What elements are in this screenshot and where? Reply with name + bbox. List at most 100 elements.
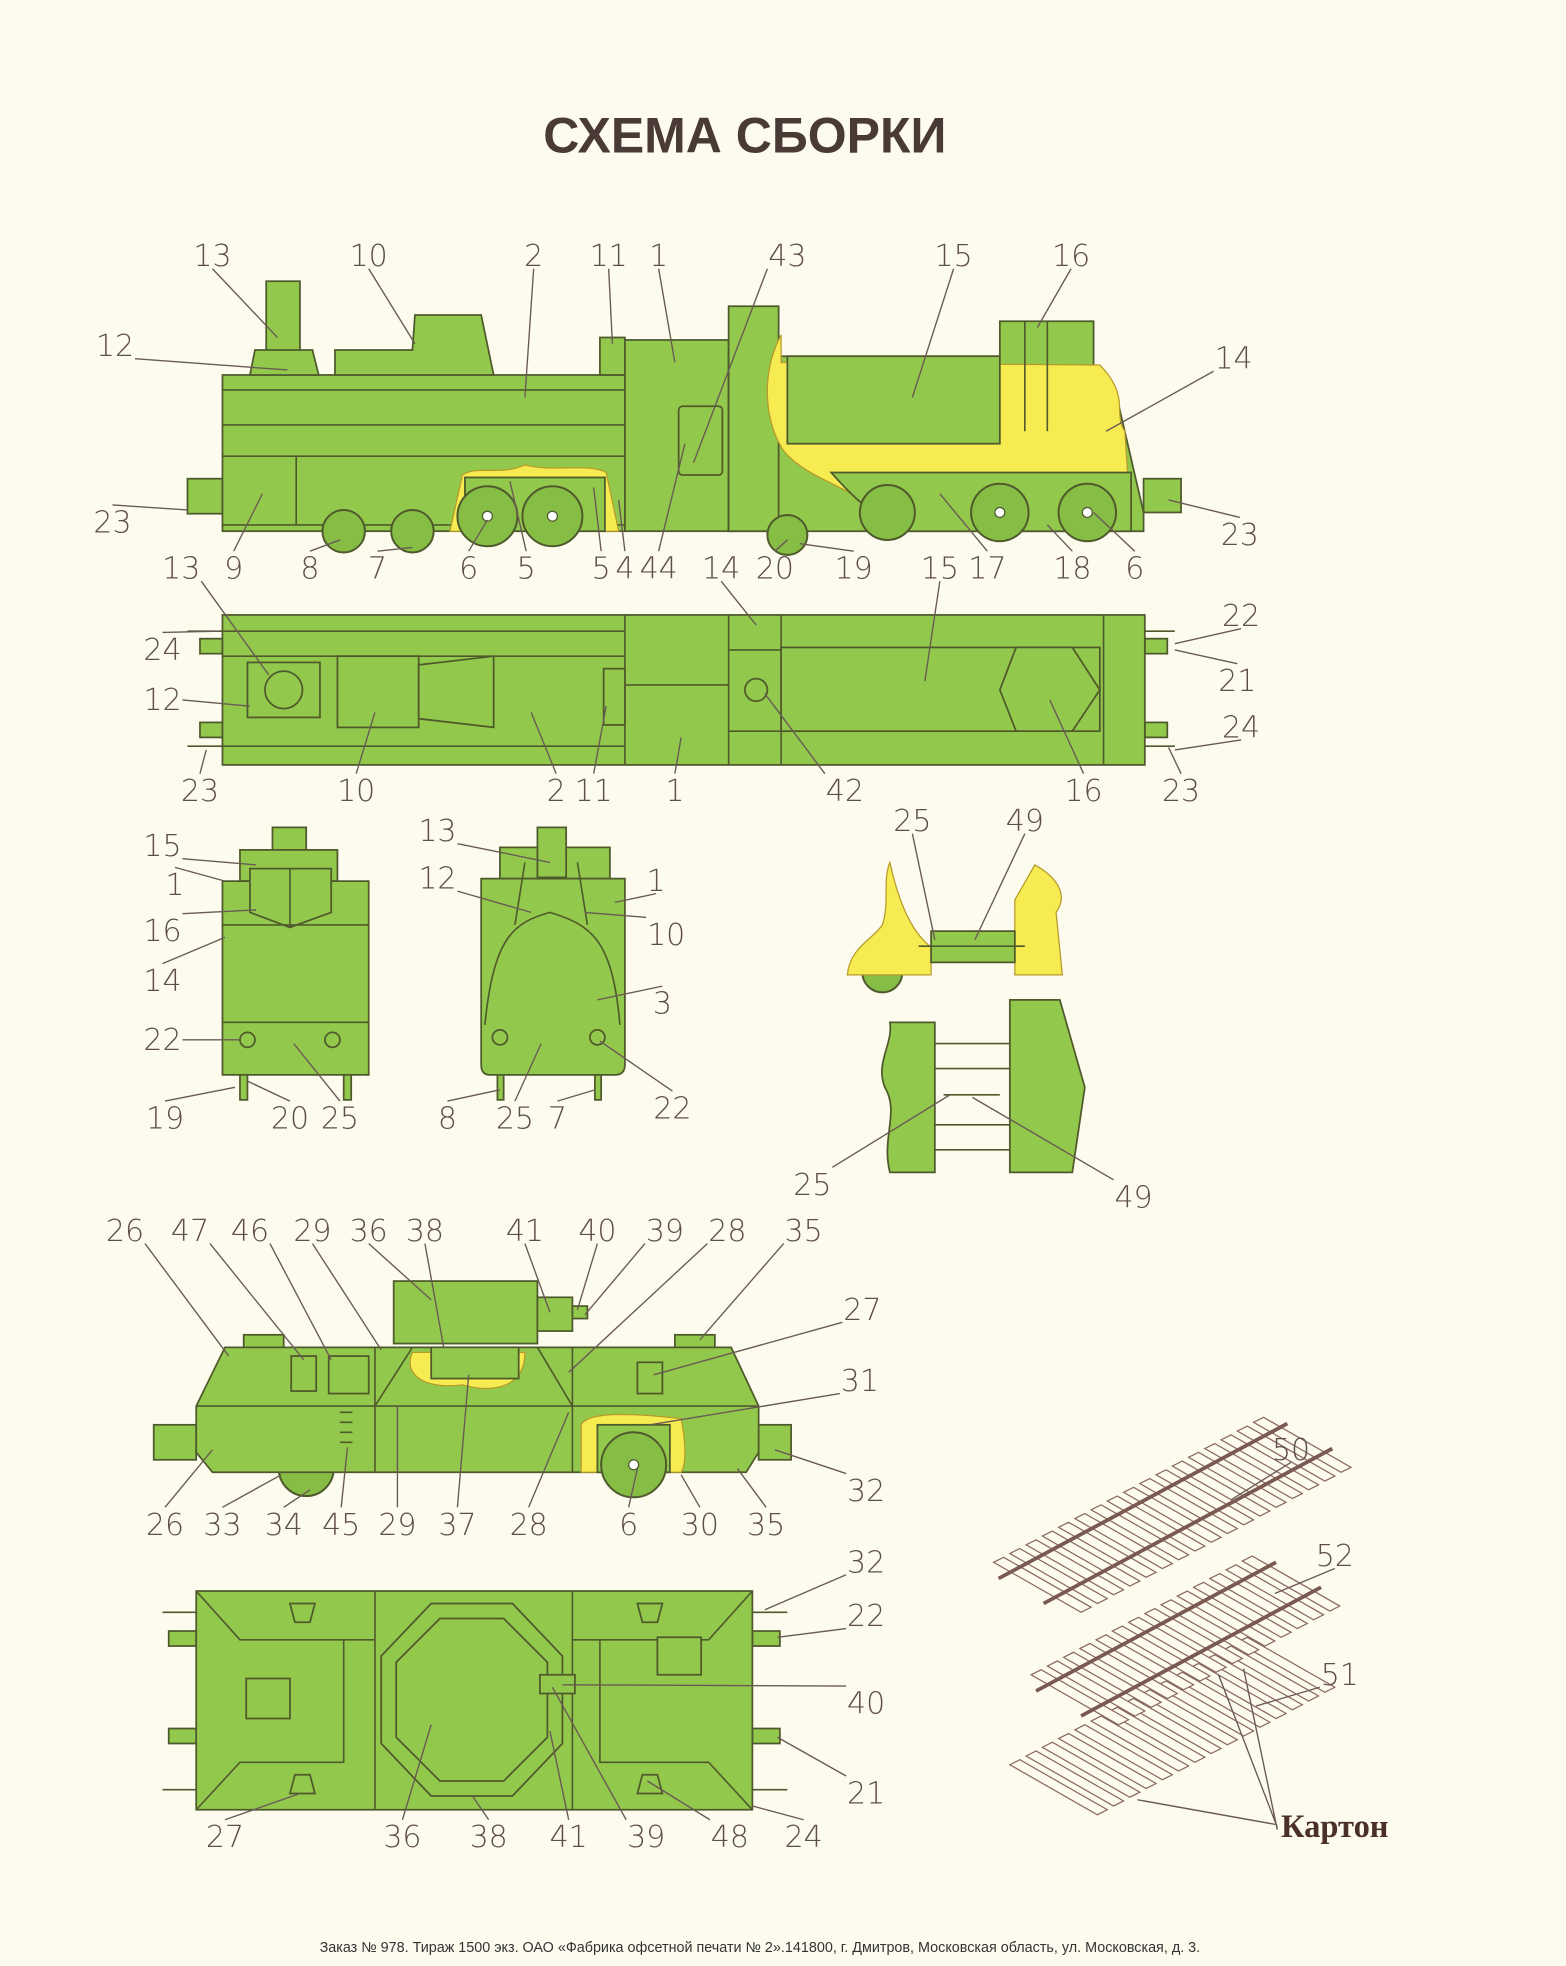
sleeper [1219,1434,1320,1491]
leader-line [597,985,663,1001]
part-number-label: 24 [785,1820,823,1855]
part-number-label: 2 [547,774,566,809]
leader-line [607,268,614,344]
leader-line [627,1468,639,1508]
part-number-label: 34 [265,1508,303,1543]
cardboard-label: Картон [1281,1809,1388,1845]
part-number-label: 48 [711,1820,749,1855]
part-number-label: 5 [592,552,611,587]
part-number-label: 28 [708,1214,746,1249]
leader-line [528,1412,570,1508]
leader-line [457,890,532,914]
leader-line [182,909,257,915]
part-number-label: 12 [96,329,134,364]
leader-line [599,1040,673,1092]
part-number-label: 13 [162,552,200,587]
sleeper [1159,1599,1260,1656]
leader-line [764,1574,847,1611]
sleeper [1041,1530,1142,1587]
part-number-label: 39 [627,1820,665,1855]
leader-line [524,1243,551,1313]
leader-line [680,1474,701,1508]
part-number-label: 41 [506,1214,544,1249]
leader-line [911,833,936,941]
sleeper [1203,1442,1304,1500]
part-number-label: 12 [418,862,456,897]
leader-line [736,1468,767,1508]
part-number-label: 7 [368,552,387,587]
leader-line [1174,628,1242,645]
part-number-label: 20 [756,552,794,587]
part-number-label: 44 [640,552,678,587]
leader-line [674,737,682,774]
rail [1042,1446,1334,1606]
leader-line [1105,370,1214,432]
track-layer-rails [1029,1555,1342,1726]
sleeper [1105,1706,1207,1763]
leader-line [911,268,955,398]
sleeper [1154,1469,1255,1526]
rail [997,1421,1289,1581]
part-number-label: 23 [93,505,131,540]
leader-line [592,706,607,774]
leader-line [1174,739,1242,751]
part-number-label: 46 [231,1214,269,1249]
sleeper [1219,1645,1320,1702]
locomotive-front-view [480,826,626,1101]
part-number-label: 27 [843,1293,881,1328]
part-number-label: 1 [665,774,684,809]
leader-line [1167,747,1182,774]
part-number-label: 6 [459,552,478,587]
part-number-label: 36 [383,1820,421,1855]
leader-line [939,493,988,552]
part-number-label: 14 [702,552,740,587]
sleeper [1143,1607,1244,1665]
coupler-detail [846,860,1086,1174]
leader-line [222,1474,282,1508]
leader-line [551,1686,627,1821]
leader-line [401,1724,432,1820]
leader-line [340,1447,349,1508]
part-number-label: 28 [510,1508,548,1543]
leader-line [468,519,489,552]
part-number-label: 8 [300,552,319,587]
leader-line [832,1094,951,1168]
leader-line [1049,699,1085,774]
part-number-label: 1 [649,239,668,274]
sleeper [1138,1477,1239,1535]
leader-line [1036,268,1072,328]
part-number-label: 38 [470,1820,508,1855]
sleeper [1122,1486,1223,1543]
sleeper [1154,1680,1255,1737]
part-number-label: 24 [143,633,181,668]
leader-line [649,1392,840,1426]
leader-line [182,699,251,707]
sleeper [1138,1689,1239,1746]
leader-line [164,1449,213,1508]
leader-line [524,268,535,398]
part-number-label: 19 [146,1102,184,1137]
sleeper [1008,1759,1109,1816]
sleeper [1057,1521,1158,1578]
leader-line [233,493,264,552]
leader-line [617,499,626,552]
leader-line [209,1243,305,1361]
part-number-label: 4 [615,552,634,587]
part-number-label: 22 [653,1092,691,1127]
locomotive-side-view [186,280,1182,556]
leader-line [924,581,941,682]
part-number-label: 14 [1214,342,1252,377]
part-number-label: 13 [418,814,456,849]
part-number-label: 11 [590,239,628,274]
page-title: СХЕМА СБОРКИ [543,108,946,164]
part-number-label: 27 [206,1820,244,1855]
part-number-label: 22 [847,1599,885,1634]
part-number-label: 29 [378,1508,416,1543]
leader-line [576,1243,599,1311]
part-number-label: 26 [146,1508,184,1543]
leader-line [530,712,557,774]
part-number-label: 22 [143,1023,181,1058]
part-number-label: 49 [1006,804,1044,839]
part-number-label: 32 [847,1545,885,1580]
part-number-label: 40 [847,1687,885,1722]
